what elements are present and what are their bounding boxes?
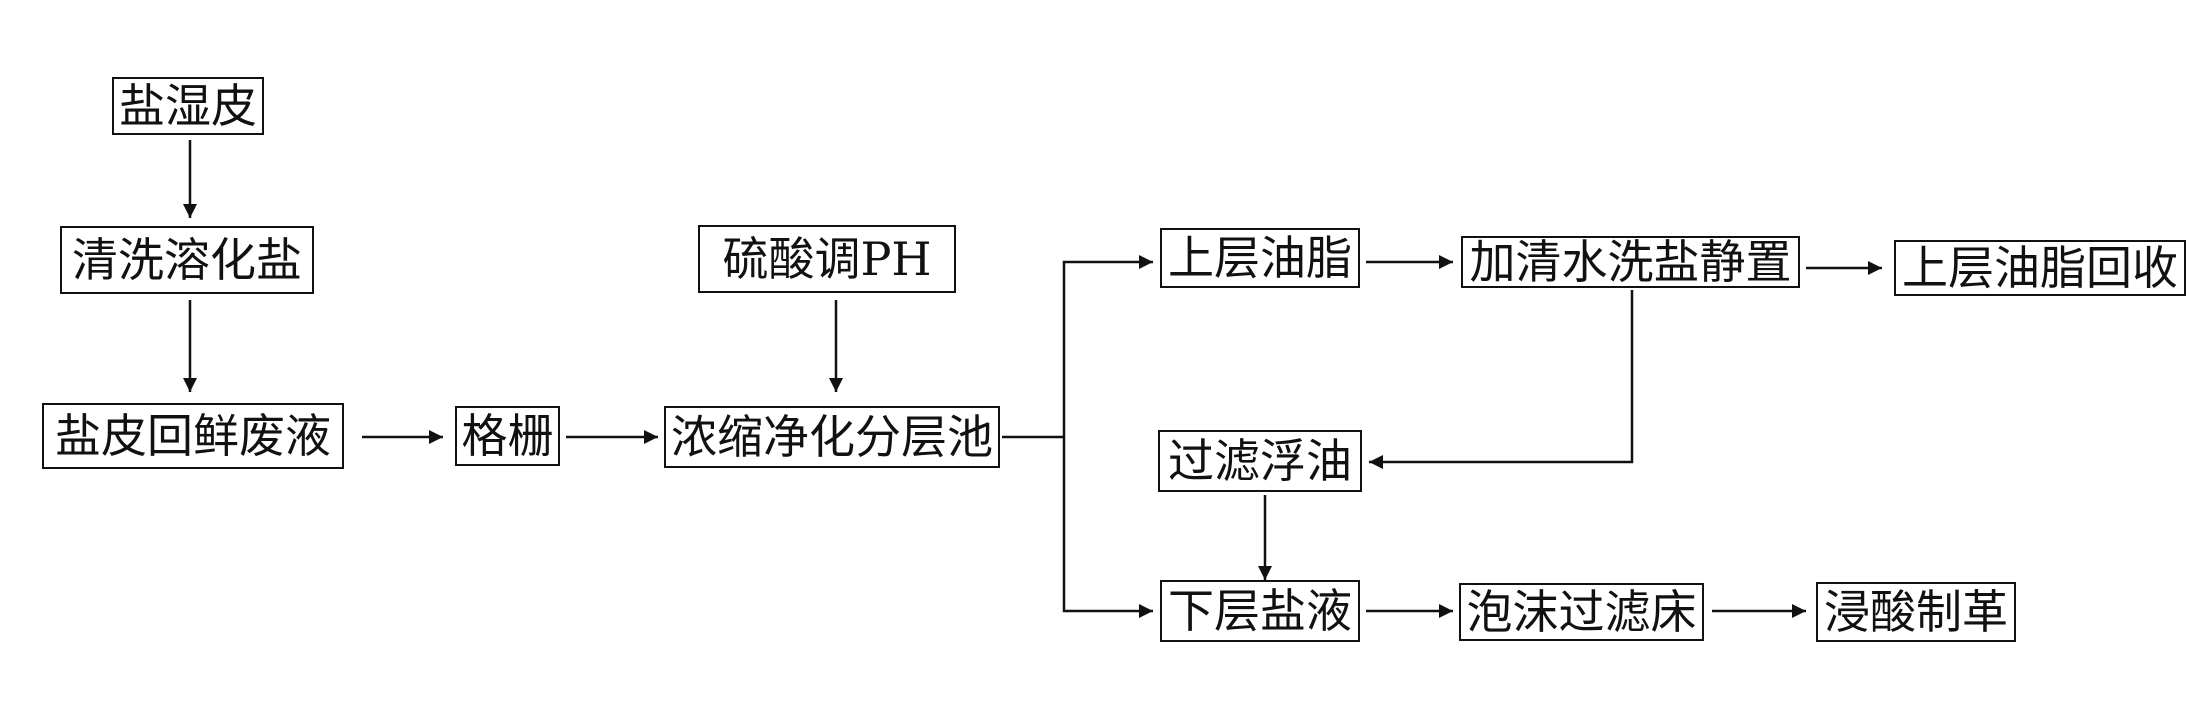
arrow-tank-to-lower-brine: [1062, 437, 1153, 618]
node-grille: 格栅: [455, 406, 560, 466]
node-foam-filter-bed: 泡沫过滤床: [1459, 583, 1704, 641]
node-lower-brine: 下层盐液: [1160, 580, 1360, 642]
node-sulfuric-acid-ph: 硫酸调PH: [698, 225, 956, 293]
node-concentration-tank: 浓缩净化分层池: [664, 406, 1000, 468]
node-upper-grease: 上层油脂: [1160, 228, 1360, 288]
node-pickling-tanning: 浸酸制革: [1816, 582, 2016, 642]
node-wash-dissolve-salt: 清洗溶化盐: [60, 226, 314, 294]
arrow-add-water-to-filter-oil: [1369, 290, 1634, 469]
arrow-tank-to-upper-grease: [1062, 255, 1153, 437]
node-grease-recovery: 上层油脂回收: [1894, 240, 2186, 296]
node-filter-floating-oil: 过滤浮油: [1158, 430, 1362, 492]
node-salted-hide: 盐湿皮: [112, 77, 264, 135]
node-add-water-settle: 加清水洗盐静置: [1461, 236, 1800, 288]
node-wastewater: 盐皮回鲜废液: [42, 403, 344, 469]
